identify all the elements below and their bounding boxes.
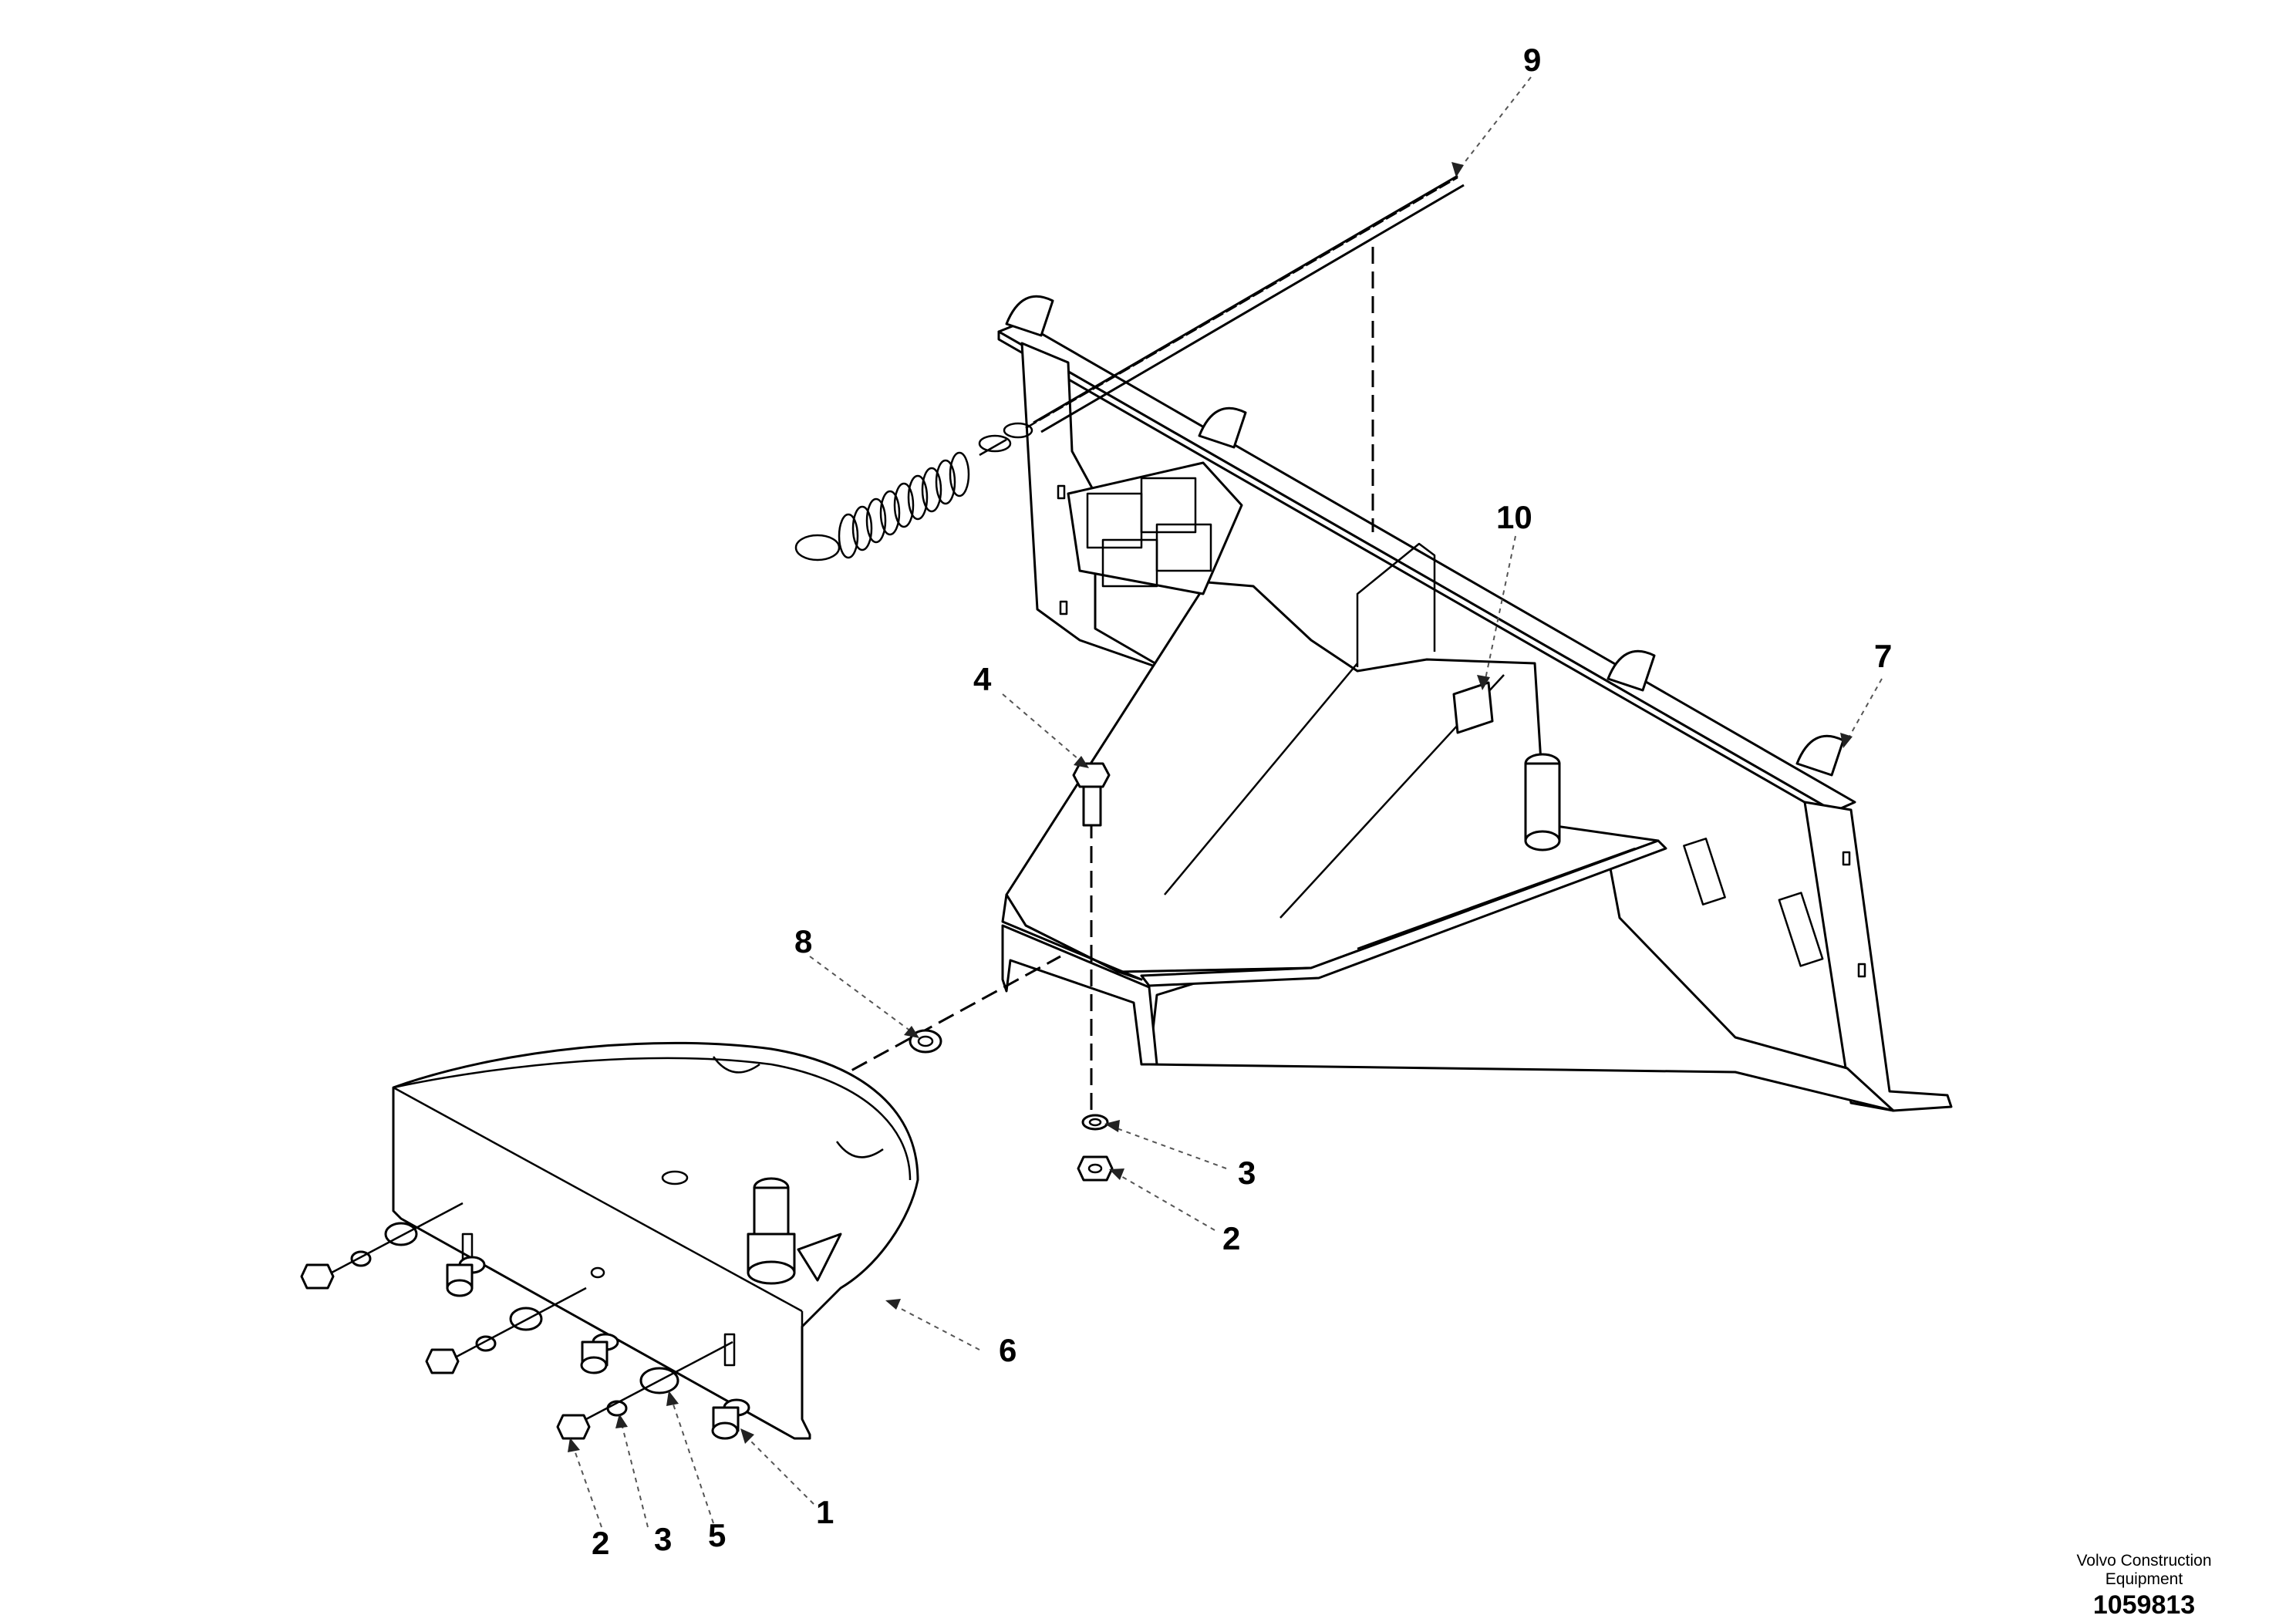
pin-phantom-line [678, 955, 1061, 1166]
attachment-frame [997, 295, 1953, 1112]
tower-frame [1001, 542, 1667, 1066]
callout-4: 4 [973, 661, 992, 697]
leader-lines [568, 76, 1883, 1528]
fastener-row-middle [425, 1286, 619, 1374]
company-line-2: Equipment [2105, 1570, 2183, 1588]
fastener-row-top [300, 1202, 486, 1297]
bolt-4 [1072, 762, 1111, 827]
callout-2-right: 2 [1222, 1220, 1240, 1256]
callout-3-right: 3 [1238, 1155, 1256, 1191]
callout-5: 5 [708, 1517, 726, 1553]
callout-9: 9 [1523, 42, 1541, 78]
callout-2-left: 2 [592, 1525, 609, 1561]
base-plate-6 [392, 1041, 919, 1440]
callout-6: 6 [999, 1332, 1017, 1368]
callout-labels: 9 10 7 4 8 3 2 6 1 5 3 2 [592, 42, 1892, 1561]
company-line-1: Volvo Construction [2076, 1552, 2212, 1570]
washer-nut-lower-right [1077, 1114, 1114, 1182]
callout-7: 7 [1874, 638, 1892, 674]
fastener-row-bottom [556, 1340, 750, 1440]
spring-and-chain [794, 174, 1465, 561]
callout-1: 1 [816, 1494, 834, 1530]
drawing-number: 1059813 [2092, 1590, 2196, 1620]
callout-3-left: 3 [654, 1521, 672, 1557]
step-grating [1067, 461, 1243, 595]
callout-10: 10 [1496, 499, 1532, 535]
callout-8: 8 [794, 923, 812, 959]
company-name: Volvo Construction Equipment [2005, 1552, 2283, 1589]
